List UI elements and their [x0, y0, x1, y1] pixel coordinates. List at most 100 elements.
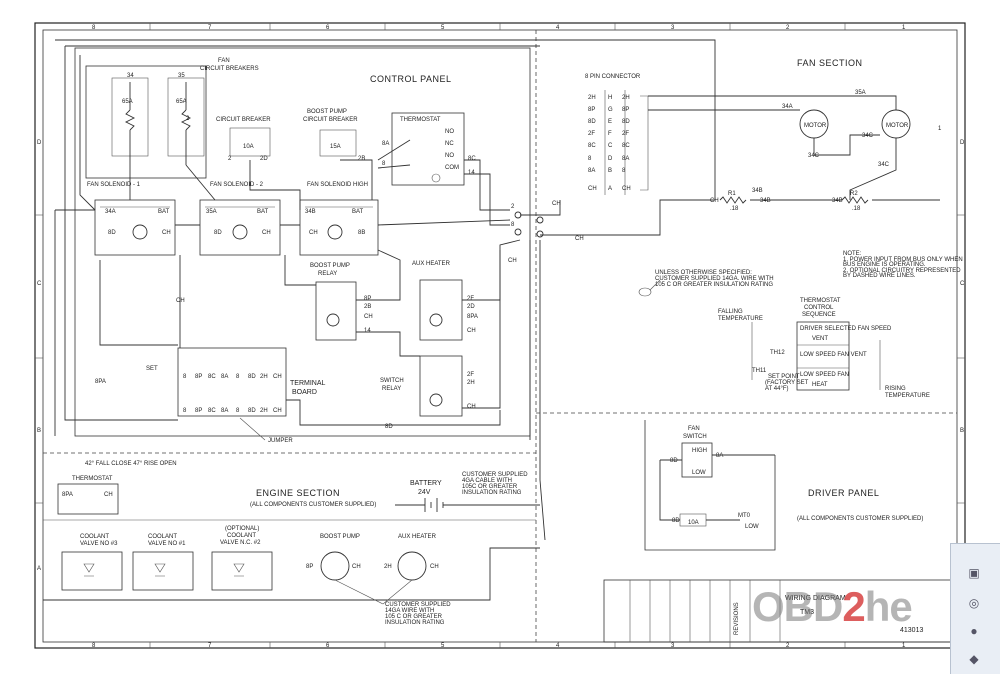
svg-text:VENT: VENT — [812, 336, 828, 342]
terminal-board — [177, 347, 287, 417]
col-label: 7 — [208, 25, 212, 31]
svg-text:COM: COM — [445, 165, 459, 171]
svg-text:E: E — [608, 119, 612, 125]
battery-note: CUSTOMER SUPPLIED — [462, 472, 528, 478]
svg-text:(ALL COMPONENTS CUSTOMER SUPPL: (ALL COMPONENTS CUSTOMER SUPPLIED) — [250, 502, 376, 508]
svg-text:8P: 8P — [195, 408, 202, 414]
aux-heater-relay — [419, 279, 463, 341]
svg-text:8A: 8A — [221, 374, 228, 380]
svg-text:24V: 24V — [418, 489, 431, 496]
svg-text:8D: 8D — [672, 518, 680, 524]
svg-text:TEMPERATURE: TEMPERATURE — [885, 393, 930, 399]
svg-text:8PA: 8PA — [467, 314, 478, 320]
svg-text:2B: 2B — [358, 156, 365, 162]
svg-text:TM3: TM3 — [800, 609, 814, 616]
svg-text:VALVE NO #1: VALVE NO #1 — [148, 541, 186, 547]
svg-text:8: 8 — [622, 168, 626, 174]
svg-text:CH: CH — [710, 198, 719, 204]
title-block-title: WIRING DIAGRAM — [785, 595, 846, 602]
boost-cb-label: BOOST PUMP — [307, 109, 347, 115]
svg-text:(FACTORY SET: (FACTORY SET — [765, 380, 809, 386]
note-header: NOTE: — [843, 251, 862, 257]
svg-text:SET: SET — [146, 366, 158, 372]
col-label: 5 — [441, 643, 445, 649]
svg-text:34B: 34B — [832, 198, 843, 204]
col-label: 8 — [92, 25, 96, 31]
col-label: 1 — [902, 643, 906, 649]
pin-connector — [604, 90, 626, 195]
svg-text:8PA: 8PA — [95, 379, 106, 385]
svg-text:LOW SPEED FAN VENT: LOW SPEED FAN VENT — [800, 352, 867, 358]
svg-text:BOARD: BOARD — [292, 389, 317, 396]
svg-text:8A: 8A — [221, 408, 228, 414]
svg-text:8: 8 — [183, 408, 187, 414]
svg-text:2F: 2F — [467, 296, 474, 302]
jumper-label: JUMPER — [268, 438, 293, 444]
svg-text:8C: 8C — [468, 156, 476, 162]
svg-text:MT0: MT0 — [738, 513, 751, 519]
page-mark: 1 — [938, 126, 942, 132]
svg-text:RELAY: RELAY — [382, 386, 401, 392]
svg-text:C: C — [608, 143, 613, 149]
motor-label: MOTOR — [886, 123, 909, 129]
svg-text:8D: 8D — [622, 119, 630, 125]
svg-text:BAT: BAT — [352, 209, 364, 215]
svg-text:10A: 10A — [243, 144, 254, 150]
boost-pump-relay — [315, 281, 357, 341]
svg-text:34A: 34A — [782, 104, 793, 110]
driver-panel-box — [644, 420, 776, 551]
svg-text:TH12: TH12 — [770, 350, 785, 356]
control-wires — [54, 39, 716, 541]
shield-icon[interactable]: ● — [970, 624, 978, 638]
svg-text:.18: .18 — [852, 206, 861, 212]
svg-text:REVISIONS: REVISIONS — [734, 602, 740, 635]
svg-text:2: 2 — [511, 204, 515, 210]
svg-text:8D: 8D — [108, 230, 116, 236]
svg-text:VALVE N.C. #2: VALVE N.C. #2 — [220, 540, 261, 546]
col-label: 6 — [326, 25, 330, 31]
svg-text:TH11: TH11 — [752, 368, 767, 374]
svg-text:INSULATION RATING: INSULATION RATING — [385, 620, 445, 626]
svg-text:2: 2 — [186, 116, 190, 122]
pump-note: CUSTOMER SUPPLIED — [385, 602, 451, 608]
svg-text:14: 14 — [364, 328, 371, 334]
svg-text:CH: CH — [352, 564, 361, 570]
svg-text:4GA CABLE WITH: 4GA CABLE WITH — [462, 478, 512, 484]
boost-relay-label: BOOST PUMP — [310, 263, 350, 269]
col-label: 5 — [441, 25, 445, 31]
circuit-breaker — [229, 127, 271, 157]
svg-text:2F: 2F — [622, 131, 629, 137]
fan-cb-rating: 65A — [122, 99, 133, 105]
battery-label: BATTERY — [410, 480, 442, 487]
svg-text:8P: 8P — [622, 107, 629, 113]
col-label: 4 — [556, 25, 560, 31]
r1-label: R1 — [728, 191, 736, 197]
svg-text:8: 8 — [236, 408, 240, 414]
svg-text:8A: 8A — [622, 156, 629, 162]
network-icon[interactable]: ▣ — [968, 566, 980, 580]
terminal-board-label: TERMINAL — [290, 380, 326, 387]
thermostat-label: THERMOSTAT — [400, 117, 441, 123]
app-icon[interactable]: ◆ — [969, 652, 979, 666]
svg-text:8A: 8A — [716, 453, 723, 459]
svg-text:CH: CH — [508, 258, 517, 264]
svg-text:8D: 8D — [385, 424, 393, 430]
svg-text:BUS ENGINE IS OPERATING.: BUS ENGINE IS OPERATING. — [843, 262, 926, 268]
svg-text:CH: CH — [104, 492, 113, 498]
aux-heater-engine-label: AUX HEATER — [398, 534, 437, 540]
disc-icon[interactable]: ◎ — [968, 596, 980, 610]
col-label: 4 — [556, 643, 560, 649]
svg-text:8: 8 — [183, 374, 187, 380]
svg-text:CH: CH — [552, 201, 561, 207]
svg-text:8B: 8B — [358, 230, 365, 236]
svg-text:105 C OR GREATER: 105 C OR GREATER — [385, 614, 443, 620]
col-label: 8 — [92, 643, 96, 649]
svg-text:CH: CH — [262, 230, 271, 236]
circuit-breaker-label: CIRCUIT BREAKER — [216, 117, 271, 123]
svg-text:BY DASHED WIRE LINES.: BY DASHED WIRE LINES. — [843, 273, 916, 279]
col-label: 3 — [671, 25, 675, 31]
svg-text:CUSTOMER SUPPLIED 14GA. WIRE W: CUSTOMER SUPPLIED 14GA. WIRE WITH — [655, 276, 774, 282]
unless-note: UNLESS OTHERWISE SPECIFIED: — [655, 270, 752, 276]
svg-text:8D: 8D — [588, 119, 596, 125]
